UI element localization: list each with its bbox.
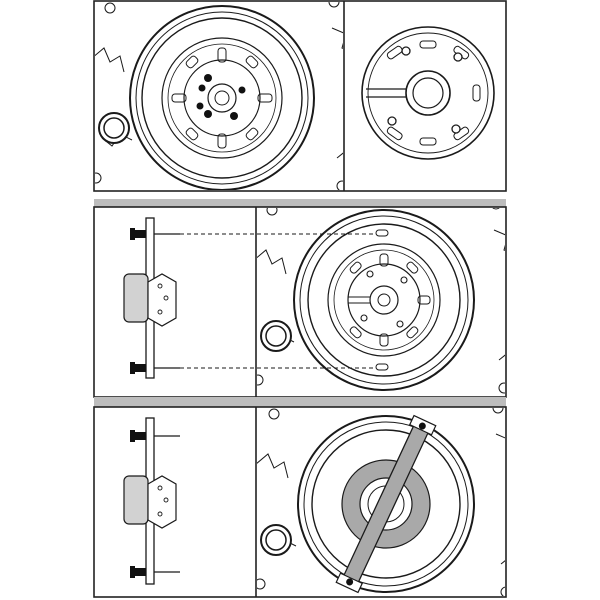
alignment-tool-panel-3	[123, 417, 180, 585]
separator-bar-1	[94, 199, 506, 207]
flywheel-panel-1	[95, 2, 343, 190]
locking-bar	[335, 414, 437, 594]
alignment-guides	[180, 233, 382, 369]
panel-2	[93, 206, 507, 398]
seal-panel-2	[260, 320, 292, 352]
panel-1-frame	[93, 0, 507, 192]
panel-3	[93, 406, 507, 598]
seal-panel-3	[260, 524, 292, 556]
panel-1	[93, 0, 507, 192]
separator-bar-2	[94, 397, 506, 407]
panel-3-frame	[93, 406, 507, 598]
flywheel-panel-2	[257, 208, 505, 394]
alignment-tool-panel-2	[123, 217, 180, 379]
adapter-plate-detail	[361, 26, 495, 160]
flywheel-panel-3	[257, 408, 505, 596]
seal-panel-1	[98, 112, 130, 144]
